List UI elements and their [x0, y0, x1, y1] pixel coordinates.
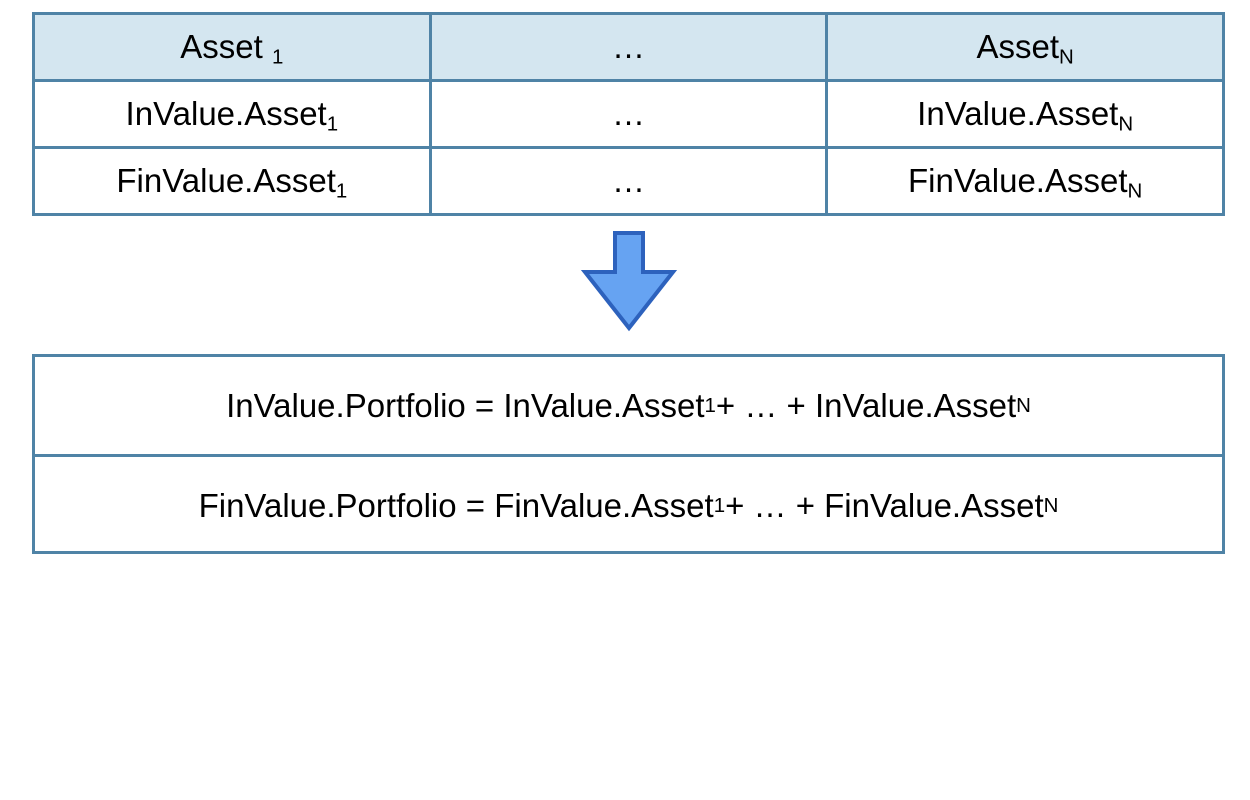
table-row-final-values: FinValue.Asset1 … FinValue.AssetN — [32, 146, 1225, 216]
cell-text: … — [611, 95, 645, 132]
header-cell-ellipsis: … — [428, 12, 829, 82]
cell-text: … — [611, 162, 645, 199]
formula-text: + … + FinValue.Asset — [725, 486, 1044, 524]
cell-text: InValue.Asset — [125, 95, 327, 132]
header-cell-text: Asset — [976, 28, 1060, 65]
subscript: 1 — [335, 179, 348, 203]
formula-text: InValue.Portfolio = InValue.Asset — [226, 386, 705, 424]
table-header-row: Asset 1 … AssetN — [32, 12, 1225, 82]
table-cell: FinValue.AssetN — [825, 146, 1225, 216]
cell-text: InValue.Asset — [917, 95, 1119, 132]
cell-text: FinValue.Asset — [908, 162, 1128, 199]
table-cell: InValue.Asset1 — [32, 79, 432, 149]
header-cell-asset-1: Asset 1 — [32, 12, 432, 82]
header-cell-text: … — [611, 28, 645, 65]
table-cell: FinValue.Asset1 — [32, 146, 432, 216]
subscript: N — [1118, 112, 1134, 136]
subscript: 1 — [271, 45, 284, 69]
asset-value-table: Asset 1 … AssetN InValue.Asset1 … InValu… — [32, 12, 1225, 216]
subscript: 1 — [326, 112, 339, 136]
formula-text: + … + InValue.Asset — [715, 386, 1017, 424]
header-cell-asset-n: AssetN — [825, 12, 1225, 82]
subscript: N — [1059, 45, 1074, 69]
down-arrow-icon — [580, 231, 678, 332]
table-row-initial-values: InValue.Asset1 … InValue.AssetN — [32, 79, 1225, 149]
table-cell: … — [428, 146, 829, 216]
formula-text: FinValue.Portfolio = FinValue.Asset — [198, 486, 714, 524]
subscript: N — [1127, 179, 1143, 203]
cell-text: FinValue.Asset — [116, 162, 336, 199]
table-cell: … — [428, 79, 829, 149]
header-cell-text: Asset — [180, 28, 272, 65]
down-arrow-shape — [580, 231, 678, 332]
table-cell: InValue.AssetN — [825, 79, 1225, 149]
